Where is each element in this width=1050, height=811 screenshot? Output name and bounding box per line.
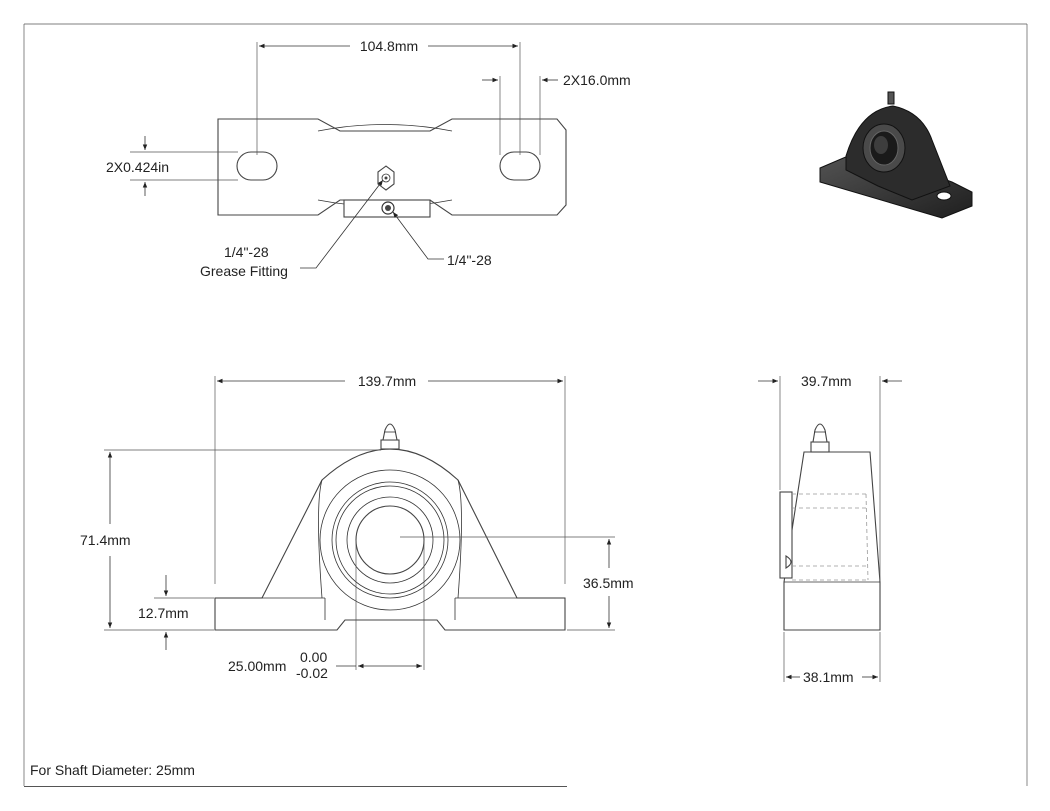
sheet-border xyxy=(23,23,1028,786)
footer-note: For Shaft Diameter: 25mm xyxy=(30,762,195,778)
outer-ring xyxy=(319,469,461,611)
dim-base-width: 38.1mm xyxy=(803,669,854,685)
dim-tolerance-lower: -0.02 xyxy=(296,665,328,681)
side-view: 39.7mm 38.1mm xyxy=(758,373,902,685)
right-slot xyxy=(499,151,541,181)
isometric-bearing-illustration xyxy=(819,91,973,219)
set-screw-hole xyxy=(385,205,391,211)
dim-bore-diameter: 25.00mm xyxy=(228,658,286,674)
left-slot xyxy=(236,151,278,181)
side-grease-fitting-icon xyxy=(810,423,830,453)
label-grease-thread: 1/4"-28 xyxy=(224,244,269,260)
dim-base-height: 12.7mm xyxy=(138,605,189,621)
label-grease-fitting: Grease Fitting xyxy=(200,263,288,279)
dim-slot-spacing: 104.8mm xyxy=(360,38,418,54)
bore-circle xyxy=(355,505,425,575)
top-view-base-outline xyxy=(217,118,567,216)
top-view: 104.8mm 2X16.0mm 2X0.424in 1/4"-28 Greas… xyxy=(106,38,631,279)
side-view-body xyxy=(783,451,881,631)
dim-slot-width: 2X16.0mm xyxy=(563,72,631,88)
front-view: 139.7mm 71.4mm 12.7mm 36.5mm 25.00mm 0.0… xyxy=(80,373,634,681)
dim-overall-length: 139.7mm xyxy=(358,373,416,389)
dim-overall-height: 71.4mm xyxy=(80,532,131,548)
dim-slot-height: 2X0.424in xyxy=(106,159,169,175)
footer-rule xyxy=(24,786,567,787)
grease-fitting-hex-icon xyxy=(377,165,395,191)
label-set-screw-thread: 1/4"-28 xyxy=(447,252,492,268)
dim-overall-width: 39.7mm xyxy=(801,373,852,389)
housing-top-curve xyxy=(317,124,453,132)
dim-shaft-center-height: 36.5mm xyxy=(583,575,634,591)
dim-tolerance-upper: 0.00 xyxy=(300,649,327,665)
grease-fitting-icon xyxy=(380,423,400,450)
